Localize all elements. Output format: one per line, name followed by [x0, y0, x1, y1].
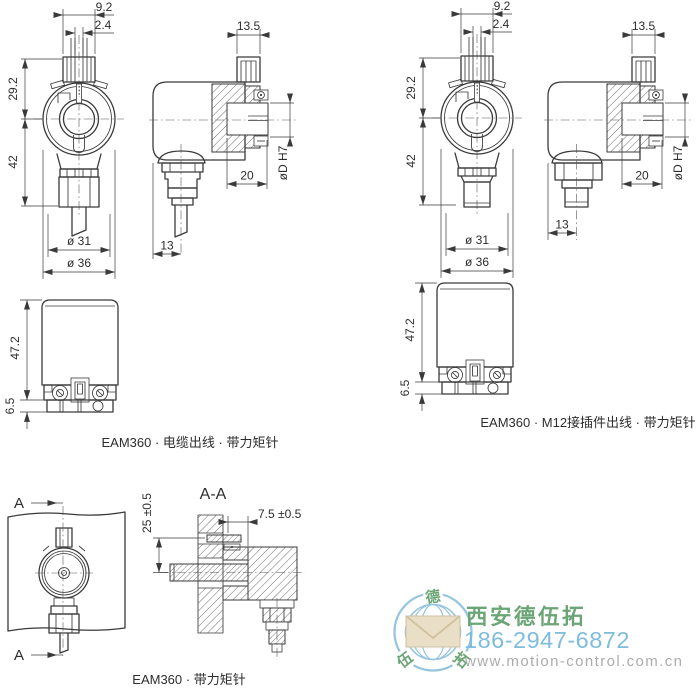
- dim-body-height: 47.2: [8, 336, 22, 360]
- section-cut-markers: A A: [14, 495, 63, 664]
- section-marker-a-bottom: A: [14, 647, 24, 664]
- dim-pin-depth: 7.5 ±0.5: [258, 507, 302, 521]
- cable-version-side-view: 13.5 øD H7 20 13: [149, 19, 297, 259]
- dim-pin-block-width: 13.5: [632, 19, 656, 33]
- vendor-company-name: 西安德伍拓: [466, 604, 586, 629]
- m12-version-side-view: 13.5 øD H7 20 13: [544, 19, 692, 241]
- section-marker-view: A A: [7, 495, 126, 664]
- dim-connector-offset: 13: [555, 218, 569, 232]
- dim-clamp-height: 6.5: [398, 379, 412, 396]
- dim-dia-31: ø 31: [465, 233, 489, 247]
- vendor-website-url: www.motion-control.com.cn: [464, 653, 683, 670]
- m12-version-mount-view: 47.2 6.5 EAM360 · M12接插件出线 · 带力矩针: [398, 282, 696, 430]
- right-side-dimensions: 13.5 øD H7 20 13: [547, 19, 689, 240]
- dim-lower-height: 42: [6, 155, 20, 169]
- left-side-dimensions: 13.5 øD H7 20 13: [152, 19, 294, 259]
- dim-pin-width: 9.2: [96, 0, 113, 14]
- encoder-side-outline: [152, 56, 269, 161]
- dim-upper-height: 29.2: [404, 76, 418, 100]
- dim-pin-width: 9.2: [494, 0, 511, 13]
- left-mount-dimensions: 47.2 6.5: [3, 299, 47, 429]
- dim-bore-dia: øD H7: [671, 145, 685, 180]
- dim-dia-36: ø 36: [465, 255, 489, 269]
- section-title: A-A: [200, 486, 227, 503]
- left-front-dimensions: 9.2 2.4 29.2 42 ø 31 ø 36: [6, 0, 116, 279]
- dim-dia-36: ø 36: [67, 256, 91, 270]
- dim-pin-inner-width: 2.4: [493, 17, 510, 31]
- vendor-phone-number: 186-2947-6872: [464, 627, 630, 653]
- dim-bore-dia: øD H7: [276, 145, 290, 180]
- dim-pin-to-axis: 25 ±0.5: [140, 493, 154, 533]
- dim-clamp-height: 6.5: [3, 397, 17, 414]
- section-dimensions: 7.5 ±0.5 25 ±0.5: [140, 493, 302, 573]
- right-mount-dimensions: 47.2 6.5: [398, 282, 442, 411]
- right-front-dimensions: 9.2 2.4 29.2 42 ø 31 ø 36: [404, 0, 514, 278]
- dim-pin-block-width: 13.5: [237, 19, 261, 33]
- vendor-watermark: 德 伍 拓 西安德伍拓 186-2947-6872 www.motion-con…: [393, 587, 683, 672]
- dim-pin-inner-width: 2.4: [95, 18, 112, 32]
- encoder-front-outline: [431, 33, 523, 215]
- caption-cable-version: EAM360 · 电缆出线 · 带力矩针: [102, 435, 279, 450]
- dim-lower-height: 42: [404, 154, 418, 168]
- encoder-front-outline: [33, 34, 125, 216]
- cable-version-mount-view: 47.2 6.5 EAM360 · 电缆出线 · 带力矩针: [3, 299, 279, 450]
- dim-upper-height: 29.2: [6, 77, 20, 101]
- encoder-side-outline: [547, 56, 664, 161]
- dim-dia-31: ø 31: [67, 234, 91, 248]
- m12-version-front-view: 9.2 2.4 29.2 42 ø 31 ø 36: [404, 0, 523, 278]
- section-aa-view: A-A 7.5 ±0.5 25 ±0.5 EAM360 · 带力矩针: [132, 486, 305, 687]
- section-marker-a-top: A: [14, 495, 24, 512]
- dim-bore-depth: 20: [240, 169, 254, 183]
- globe-logo-icon: 德 伍 拓: [393, 587, 473, 672]
- dim-cable-offset: 13: [160, 239, 174, 253]
- dim-body-height: 47.2: [403, 318, 417, 342]
- caption-section: EAM360 · 带力矩针: [132, 672, 245, 687]
- caption-m12-version: EAM360 · M12接插件出线 · 带力矩针: [480, 415, 695, 430]
- cable-version-front-view: 9.2 2.4 29.2 42 ø 31 ø 36: [6, 0, 125, 279]
- dim-bore-depth: 20: [635, 169, 649, 183]
- globe-char-de: 德: [424, 587, 441, 607]
